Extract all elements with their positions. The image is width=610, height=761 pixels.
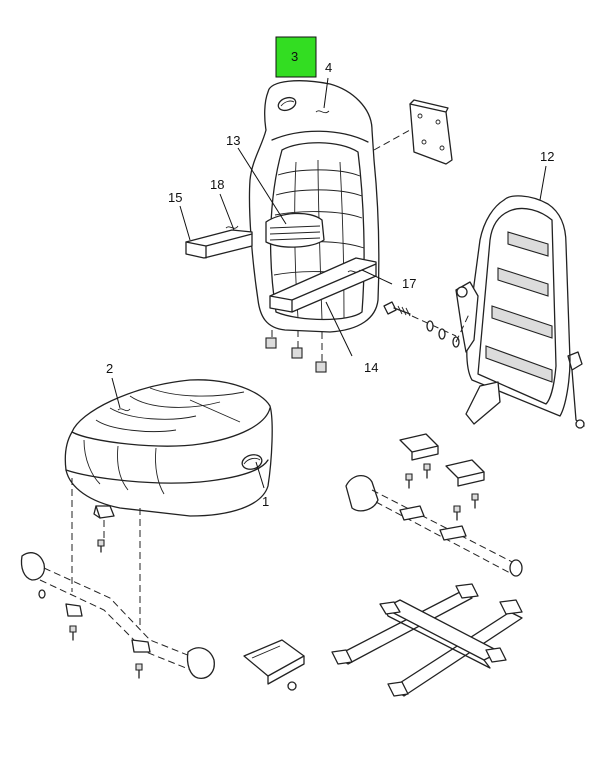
armrest-left	[185, 225, 253, 259]
scissor-base	[331, 583, 523, 697]
label-13[interactable]: 13	[226, 133, 240, 148]
label-15[interactable]: 15	[168, 190, 182, 205]
seat-back	[248, 80, 380, 373]
label-18[interactable]: 18	[210, 177, 224, 192]
seat-cushion	[64, 379, 273, 517]
drop-lines	[71, 478, 141, 628]
seat-rail-left	[20, 552, 305, 691]
label-1[interactable]: 1	[262, 494, 269, 509]
label-2[interactable]: 2	[106, 361, 113, 376]
leader-lines	[111, 77, 547, 489]
cushion-clip	[93, 505, 115, 553]
bolt-assembly	[383, 301, 471, 348]
label-14[interactable]: 14	[364, 360, 378, 375]
slide-mechanism	[345, 433, 523, 577]
part-labels: 3 4 13 12 18 15 17 14 2 1	[106, 36, 554, 509]
label-3[interactable]: 3	[291, 49, 298, 64]
label-17[interactable]: 17	[402, 276, 416, 291]
seat-frame	[455, 195, 585, 429]
back-plate	[373, 99, 453, 165]
label-4[interactable]: 4	[325, 60, 332, 75]
label-12[interactable]: 12	[540, 149, 554, 164]
highlight-box	[275, 36, 317, 78]
